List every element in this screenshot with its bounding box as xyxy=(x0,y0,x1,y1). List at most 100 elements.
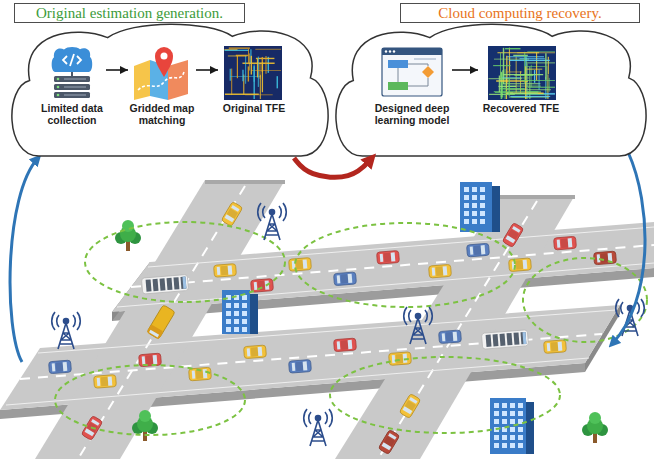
illustration-part xyxy=(388,433,396,440)
illustration-part xyxy=(518,427,523,432)
illustration-part xyxy=(258,203,287,221)
illustration-part xyxy=(260,75,261,99)
road-end xyxy=(500,195,575,199)
illustration-part xyxy=(245,56,246,84)
car xyxy=(377,251,400,265)
illustration-part xyxy=(528,62,555,63)
car xyxy=(554,236,577,250)
illustration-part xyxy=(467,243,490,257)
illustration-part xyxy=(234,303,239,308)
car xyxy=(289,258,312,272)
car xyxy=(251,279,274,293)
flow-arrow xyxy=(452,69,478,71)
road-edge-line xyxy=(117,263,654,307)
cloud-shapes xyxy=(12,24,646,156)
icon-box: Gridded map matching xyxy=(128,44,196,126)
illustration-part xyxy=(262,62,263,92)
illustration-part xyxy=(382,48,442,55)
illustration-part xyxy=(255,49,281,50)
illustration-part xyxy=(480,203,485,208)
illustration-part xyxy=(221,201,243,226)
illustration-part xyxy=(492,186,500,232)
illustration-part xyxy=(310,420,326,446)
illustration-part xyxy=(225,50,249,51)
illustration-part xyxy=(153,355,158,364)
car xyxy=(502,222,524,247)
bus xyxy=(141,274,188,294)
illustration-part xyxy=(221,266,229,276)
illustration-part xyxy=(500,88,525,89)
illustration-part xyxy=(231,69,232,96)
illustration-part xyxy=(54,92,90,98)
illustration-part xyxy=(147,324,164,339)
radio-tower xyxy=(258,203,287,240)
illustration-part xyxy=(544,340,567,354)
illustration-part xyxy=(472,203,477,208)
illustration-part xyxy=(167,278,173,290)
illustration-part xyxy=(502,411,507,416)
illustration-part xyxy=(266,56,267,74)
illustration-part xyxy=(493,334,499,346)
illustration-part xyxy=(85,428,95,436)
car xyxy=(214,264,237,278)
illustration-part xyxy=(514,332,520,344)
car xyxy=(221,201,243,226)
illustration-part xyxy=(510,96,550,97)
illustration-part xyxy=(64,319,69,324)
illustration-part xyxy=(439,330,462,344)
truck xyxy=(147,305,175,340)
illustration-part xyxy=(139,410,151,422)
illustration-part xyxy=(518,443,523,448)
illustration-part xyxy=(464,203,469,208)
illustration-part xyxy=(242,70,243,81)
illustration-part xyxy=(234,319,239,324)
illustration-part xyxy=(242,311,247,316)
illustration-part xyxy=(502,222,524,247)
illustration-part xyxy=(502,419,507,424)
illustration-part xyxy=(337,341,341,349)
feedback-arrow xyxy=(10,158,38,362)
illustration-part xyxy=(403,406,413,414)
icon-box: Designed deep learning model xyxy=(372,44,452,126)
illustration-part xyxy=(378,429,400,454)
illustration-part xyxy=(506,235,516,243)
illustration-part xyxy=(388,82,408,90)
illustration-part xyxy=(510,411,515,416)
illustration-part xyxy=(480,195,485,200)
illustration-part xyxy=(180,277,186,289)
illustration-part xyxy=(52,47,93,72)
illustration-part xyxy=(296,260,304,270)
icon-box: Original TFE xyxy=(218,44,290,114)
illustration-part xyxy=(486,335,492,347)
illustration-part xyxy=(214,264,237,278)
road-end xyxy=(205,180,285,184)
traffic-map-image xyxy=(488,46,556,100)
illustration-part xyxy=(71,72,73,76)
illustration-part xyxy=(520,80,555,81)
illustration-part xyxy=(503,94,546,95)
illustration-part xyxy=(494,443,499,448)
illustration-part xyxy=(516,260,524,270)
illustration-part xyxy=(502,435,507,440)
illustration-part xyxy=(392,355,396,363)
illustration-part xyxy=(554,236,577,250)
illustration-part xyxy=(251,347,259,357)
illustration-part xyxy=(64,79,86,80)
illustration-part xyxy=(464,219,469,224)
bus xyxy=(481,330,528,349)
illustration-part xyxy=(384,253,392,263)
illustration-part xyxy=(502,403,507,408)
car xyxy=(429,264,452,278)
illustration-part xyxy=(203,369,208,378)
car xyxy=(139,353,162,367)
illustration-part xyxy=(470,247,474,255)
car xyxy=(378,429,400,454)
illustration-part xyxy=(502,77,521,78)
car xyxy=(49,360,72,374)
illustration-part xyxy=(382,48,442,96)
illustration-part xyxy=(254,64,255,81)
illustration-part xyxy=(348,340,353,349)
traffic-map-image xyxy=(224,46,282,100)
radio-tower xyxy=(52,312,81,349)
